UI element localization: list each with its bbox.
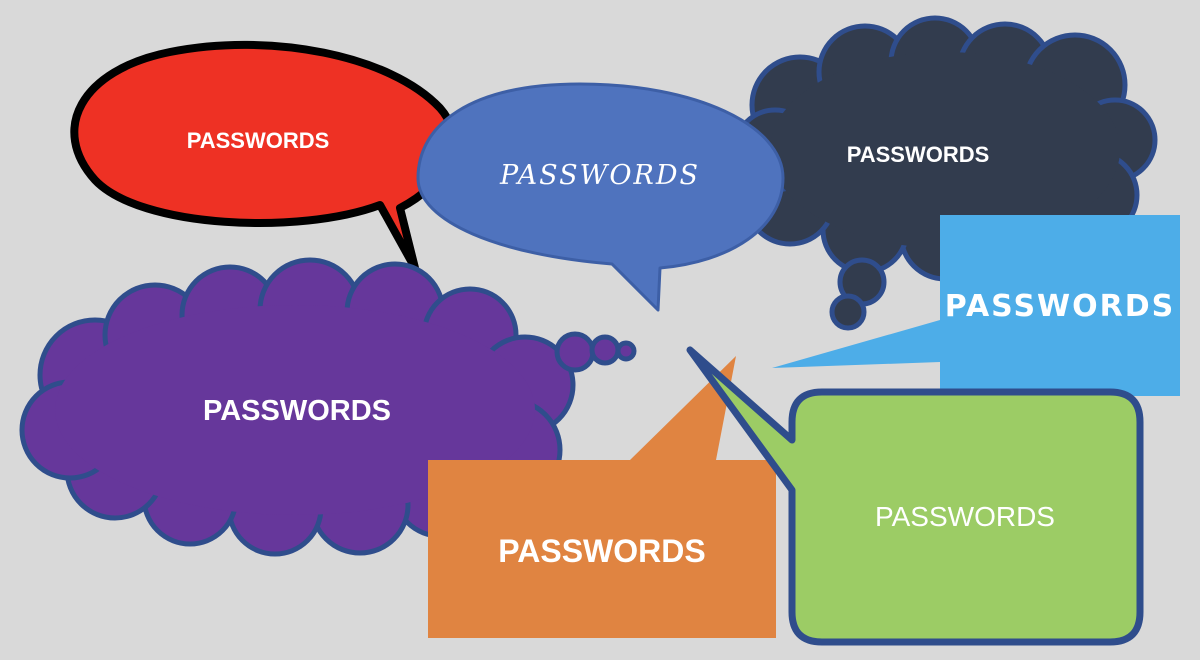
purple-cloud-label: PASSWORDS (203, 395, 391, 427)
purple-thought-cloud: PASSWORDS (19, 257, 637, 557)
light-blue-callout-shape (772, 215, 1180, 396)
orange-callout-shape (428, 356, 776, 638)
blue-speech-bubble: PASSWORDS (416, 82, 785, 312)
purple-cloud-body (55, 305, 535, 515)
red-bubble-label: PASSWORDS (187, 128, 330, 153)
blue-bubble-label: PASSWORDS (499, 160, 700, 191)
light-blue-callout: PASSWORDS (772, 215, 1180, 396)
red-speech-bubble: PASSWORDS (70, 40, 458, 272)
green-callout-label: PASSWORDS (875, 501, 1055, 532)
red-bubble-shape (70, 40, 458, 272)
orange-callout: PASSWORDS (428, 356, 776, 638)
light-blue-callout-label: PASSWORDS (945, 289, 1176, 324)
green-callout-shape (686, 346, 1144, 646)
dark-cloud-body (770, 52, 1120, 248)
green-callout: PASSWORDS (686, 346, 1144, 646)
dark-cloud-label: PASSWORDS (847, 142, 990, 167)
orange-callout-label: PASSWORDS (498, 533, 705, 569)
blue-bubble-shape (416, 82, 785, 312)
